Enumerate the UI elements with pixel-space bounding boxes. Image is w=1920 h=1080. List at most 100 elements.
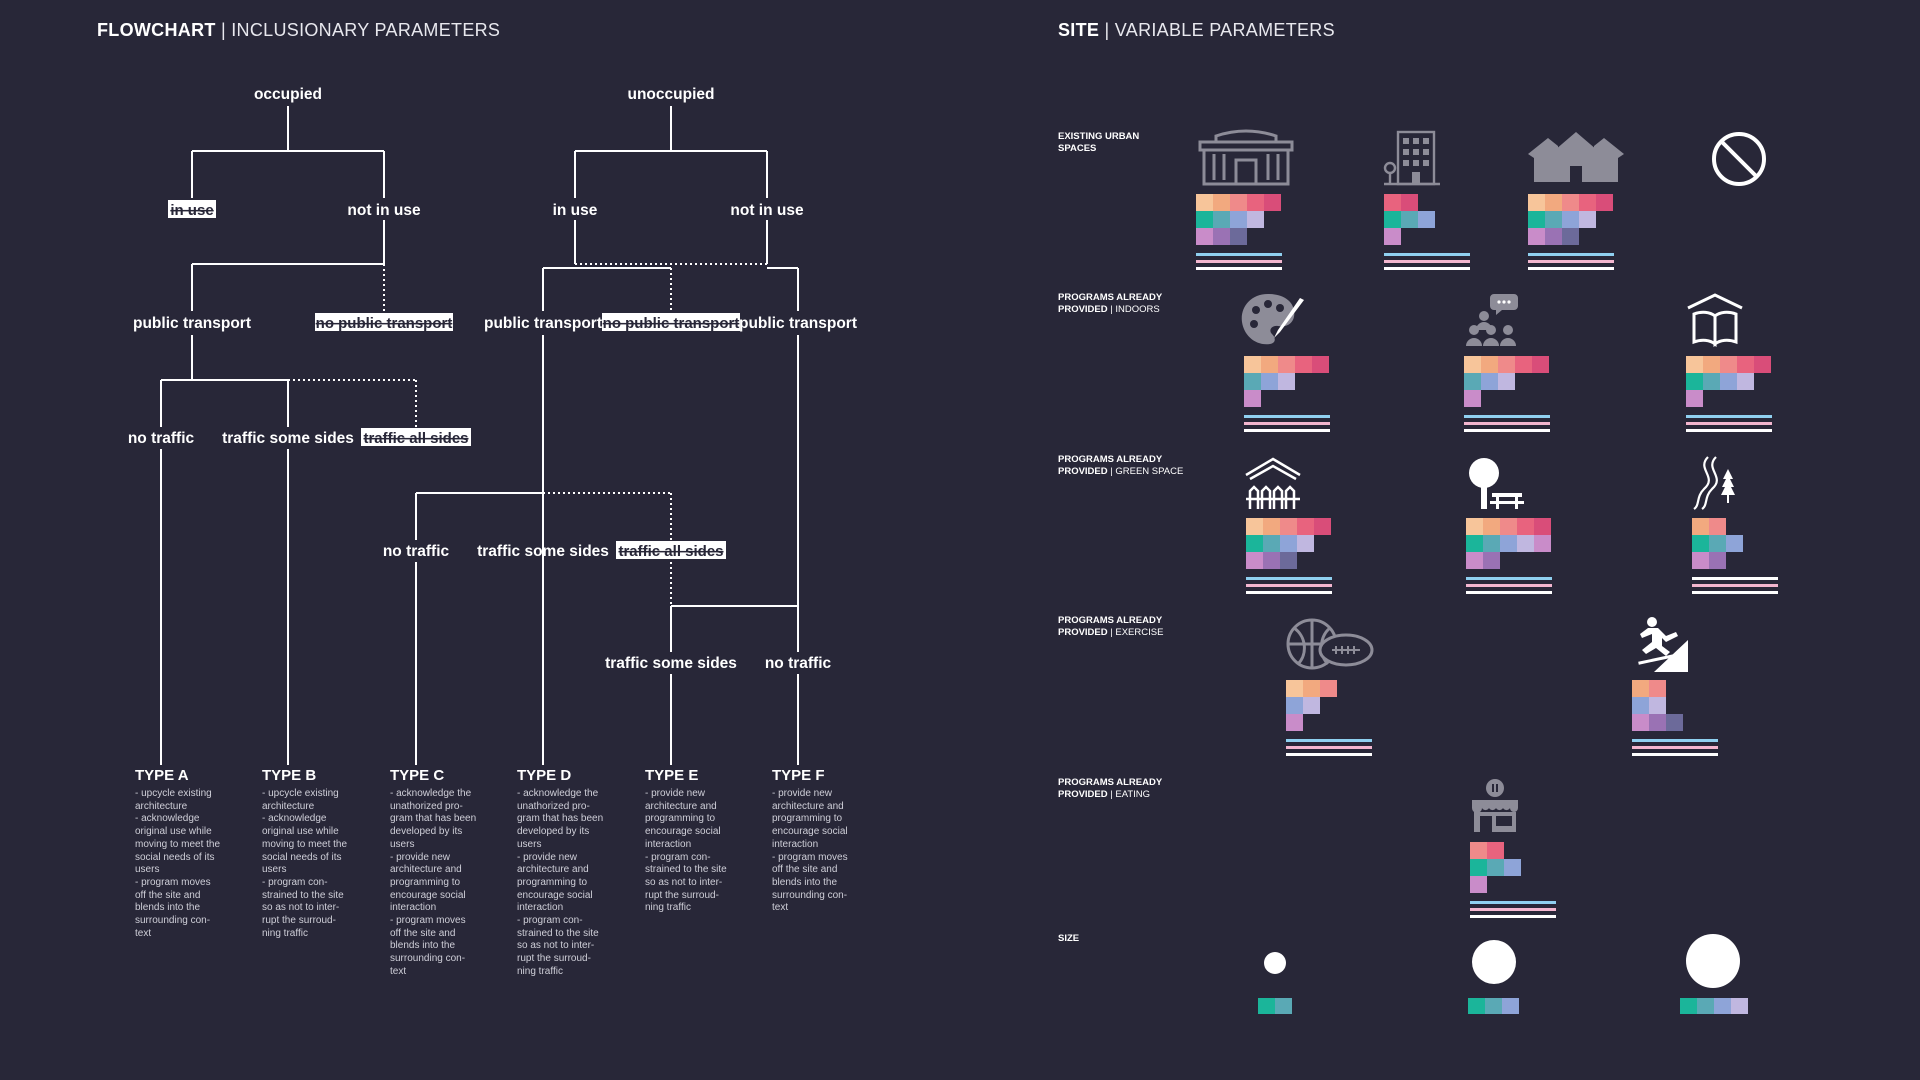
palette-swatch bbox=[1230, 194, 1247, 211]
color-palette-1 bbox=[1196, 194, 1282, 274]
skateboarder-icon bbox=[1638, 617, 1688, 672]
palette-lines bbox=[1692, 577, 1778, 594]
palette-row bbox=[1286, 697, 1372, 714]
palette-swatch bbox=[1487, 842, 1504, 859]
palette-row bbox=[1196, 194, 1282, 211]
palette-swatch bbox=[1297, 535, 1314, 552]
palette-swatch bbox=[1401, 194, 1418, 211]
size-palette-small bbox=[1258, 998, 1292, 1014]
palette-swatch bbox=[1401, 211, 1418, 228]
type-e-desc: - provide new architecture and programmi… bbox=[645, 788, 727, 914]
palette-row bbox=[1528, 228, 1614, 245]
palette-swatch bbox=[1703, 356, 1720, 373]
node-public-transport-2: public transport bbox=[484, 315, 602, 332]
color-palette-2 bbox=[1384, 194, 1470, 274]
palette-swatch bbox=[1213, 194, 1230, 211]
palette-swatch bbox=[1487, 859, 1504, 876]
palette-line bbox=[1196, 253, 1282, 256]
node-traffic-some-sides-1: traffic some sides bbox=[222, 430, 354, 447]
node-no-traffic-1: no traffic bbox=[128, 430, 195, 447]
palette-swatch bbox=[1384, 228, 1401, 245]
palette-line bbox=[1286, 746, 1372, 749]
palette-line bbox=[1528, 253, 1614, 256]
palette-swatch bbox=[1261, 373, 1278, 390]
size-palette-large bbox=[1680, 998, 1748, 1014]
color-palette-4 bbox=[1244, 356, 1330, 436]
palette-row bbox=[1464, 356, 1550, 373]
color-palette-7 bbox=[1246, 518, 1332, 598]
size-swatch bbox=[1697, 998, 1714, 1014]
palette-swatch bbox=[1500, 518, 1517, 535]
palette-swatch bbox=[1709, 552, 1726, 569]
palette-lines bbox=[1528, 253, 1614, 270]
palette-swatch bbox=[1649, 680, 1666, 697]
palette-line bbox=[1692, 577, 1778, 580]
palette-swatch bbox=[1278, 373, 1295, 390]
sports-balls-icon bbox=[1286, 618, 1374, 670]
palette-swatch bbox=[1470, 859, 1487, 876]
palette-row bbox=[1632, 680, 1718, 697]
type-f-name: TYPE F bbox=[772, 767, 825, 784]
label-eating-line2s: | EATING bbox=[1110, 789, 1151, 800]
palette-swatch bbox=[1534, 518, 1551, 535]
size-palette-medium bbox=[1468, 998, 1519, 1014]
palette-swatch bbox=[1213, 211, 1230, 228]
palette-row bbox=[1384, 211, 1470, 228]
palette-swatch bbox=[1263, 552, 1280, 569]
palette-swatch bbox=[1545, 211, 1562, 228]
palette-row bbox=[1246, 535, 1332, 552]
palette-swatch bbox=[1686, 356, 1703, 373]
palette-row bbox=[1244, 356, 1330, 373]
palette-swatch bbox=[1754, 356, 1771, 373]
palette-line bbox=[1686, 422, 1772, 425]
palette-lines bbox=[1384, 253, 1470, 270]
type-b-name: TYPE B bbox=[262, 767, 317, 784]
palette-swatch bbox=[1213, 228, 1230, 245]
palette-swatch bbox=[1263, 535, 1280, 552]
palette-row bbox=[1384, 228, 1470, 245]
palette-swatch bbox=[1579, 211, 1596, 228]
palette-lines bbox=[1244, 415, 1330, 432]
type-c-name: TYPE C bbox=[390, 767, 445, 784]
palette-swatch bbox=[1464, 356, 1481, 373]
palette-row bbox=[1470, 842, 1556, 859]
palette-swatch bbox=[1649, 714, 1666, 731]
palette-swatch bbox=[1280, 552, 1297, 569]
palette-line bbox=[1692, 584, 1778, 587]
strike-bg-no-public-transport-1 bbox=[315, 313, 453, 331]
palette-line bbox=[1464, 429, 1550, 432]
palette-line bbox=[1196, 267, 1282, 270]
palette-line bbox=[1692, 591, 1778, 594]
none-icon bbox=[1712, 132, 1766, 186]
palette-swatch bbox=[1596, 194, 1613, 211]
palette-row bbox=[1466, 552, 1552, 569]
palette-swatch bbox=[1247, 211, 1264, 228]
flowchart-header-bold: FLOWCHART bbox=[97, 20, 216, 40]
palette-swatch bbox=[1196, 194, 1213, 211]
label-eating-line2b: PROVIDED bbox=[1058, 789, 1108, 800]
palette-line bbox=[1286, 739, 1372, 742]
palette-line bbox=[1464, 415, 1550, 418]
type-a-desc: - upcycle existing architecture - acknow… bbox=[135, 788, 221, 939]
node-traffic-some-sides-2: traffic some sides bbox=[477, 543, 609, 560]
label-exercise-line2s: | EXERCISE bbox=[1110, 627, 1164, 638]
palette-lines bbox=[1466, 577, 1552, 594]
palette-line bbox=[1470, 915, 1556, 918]
palette-swatch bbox=[1737, 373, 1754, 390]
type-a: TYPE A - upcycle existing architecture -… bbox=[135, 767, 245, 940]
palette-swatch bbox=[1562, 194, 1579, 211]
label-green-line2b: PROVIDED bbox=[1058, 466, 1108, 477]
palette-swatch bbox=[1320, 680, 1337, 697]
palette-swatch bbox=[1418, 211, 1435, 228]
palette-row bbox=[1470, 859, 1556, 876]
palette-swatch bbox=[1230, 211, 1247, 228]
palette-row bbox=[1196, 228, 1282, 245]
palette-line bbox=[1244, 429, 1330, 432]
palette-swatch bbox=[1481, 356, 1498, 373]
palette-row bbox=[1246, 518, 1332, 535]
size-swatch bbox=[1502, 998, 1519, 1014]
palette-swatch bbox=[1692, 518, 1709, 535]
palette-swatch bbox=[1280, 518, 1297, 535]
palette-line bbox=[1632, 739, 1718, 742]
type-b: TYPE B - upcycle existing architecture -… bbox=[262, 767, 372, 940]
